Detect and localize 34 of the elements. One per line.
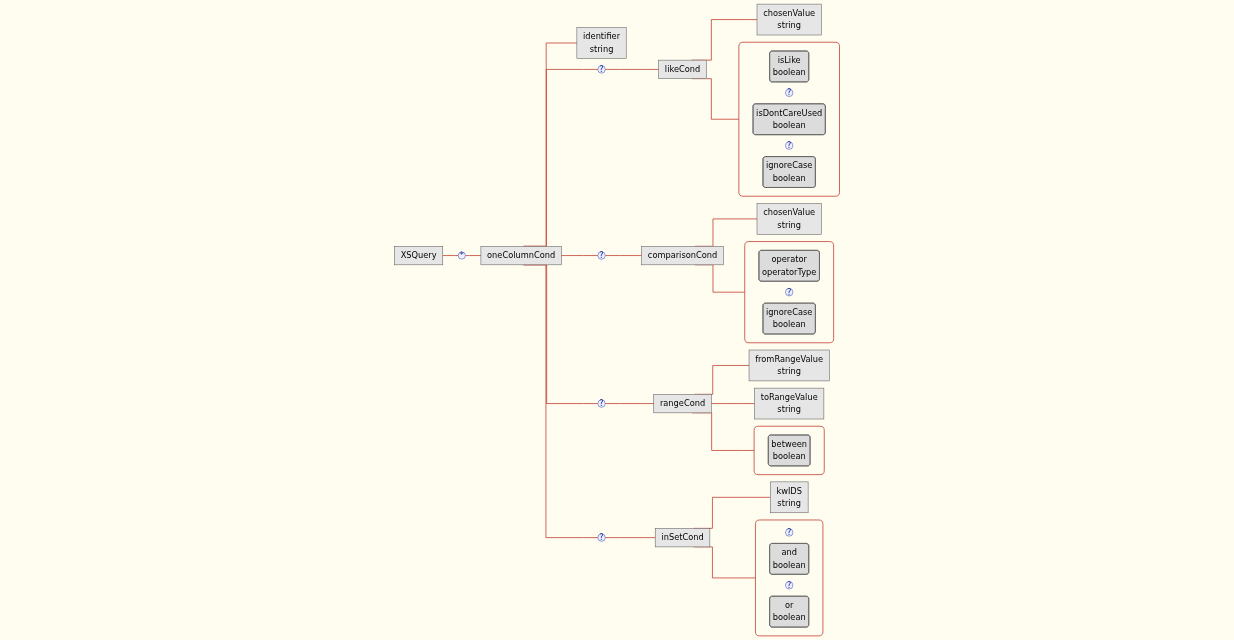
connector [604,403,655,404]
connector [604,255,643,256]
node-box: chosenValue string [756,203,822,235]
node-circle: ? [597,533,606,542]
node-box: likeCond [658,59,707,79]
node-box: inSetCond [654,528,711,548]
node-circle: * [457,251,466,260]
node-circle: ? [597,251,606,260]
node-circle: ? [785,88,794,97]
node-box: fromRangeValue string [748,349,830,382]
node-circle: ? [785,141,794,150]
connector [604,69,660,70]
connector [561,255,599,256]
node-box: rangeCond [653,394,712,414]
cluster [744,241,834,344]
node-box: oneColumnCond [480,246,562,266]
node-box: XSQuery [394,246,444,266]
cluster [755,519,824,637]
node-circle: ? [785,581,794,590]
cluster [738,41,840,197]
node-circle: ? [785,528,794,537]
connector [465,255,482,256]
node-box: chosenValue string [756,3,822,36]
connector [710,403,755,404]
connector [442,255,459,256]
node-box: identifier string [576,27,627,59]
node-box: kwIDS string [770,481,809,514]
node-circle: ? [597,65,606,74]
node-box: comparisonCond [641,246,724,266]
cluster [753,425,825,476]
connector [604,537,656,538]
node-circle: ? [597,399,606,408]
node-circle: ? [785,288,794,297]
node-box: toRangeValue string [754,387,825,420]
